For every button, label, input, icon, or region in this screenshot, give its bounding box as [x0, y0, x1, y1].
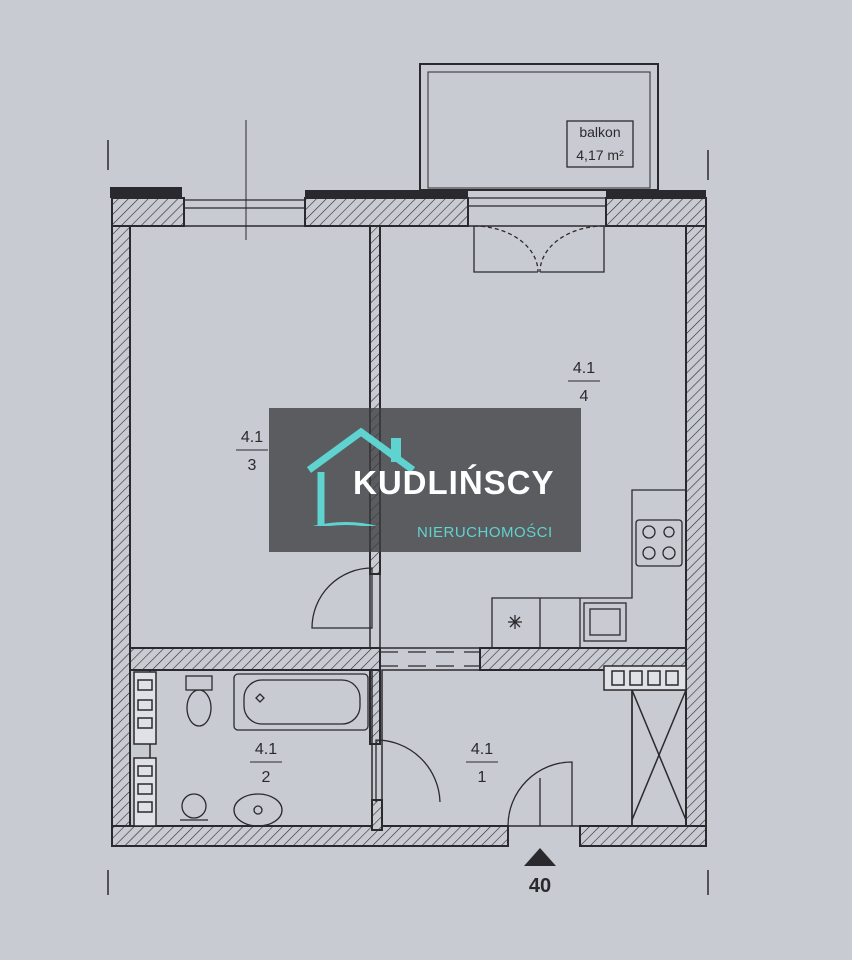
room-2-code: 4.1 — [255, 741, 277, 758]
radiators — [133, 665, 687, 827]
room-3-number: 3 — [248, 457, 257, 474]
dimension-lines — [107, 120, 709, 895]
room-2-number: 2 — [262, 769, 271, 786]
brand-subtitle: NIERUCHOMOŚCI — [417, 524, 553, 541]
top-wall-band — [110, 187, 706, 199]
balcony — [419, 63, 659, 191]
doors — [311, 225, 605, 827]
windows — [184, 197, 606, 209]
interior-walls — [129, 225, 687, 831]
watermark-banner: KUDLIŃSCY NIERUCHOMOŚCI — [269, 408, 581, 552]
kitchen-counter — [491, 489, 687, 649]
entrance-arrow — [524, 848, 556, 866]
bathroom-fixtures — [180, 673, 369, 827]
balcony-area: 4,17 m² — [576, 147, 624, 163]
room-4-code: 4.1 — [573, 360, 595, 377]
room-1-code: 4.1 — [471, 741, 493, 758]
brand-name: KUDLIŃSCY — [353, 464, 555, 501]
room-4-number: 4 — [580, 388, 589, 405]
entrance-number: 40 — [529, 875, 551, 897]
balcony-name: balkon — [579, 124, 620, 140]
house-logo-icon — [306, 427, 416, 526]
room-1-number: 1 — [478, 769, 487, 786]
room-3-code: 4.1 — [241, 429, 263, 446]
